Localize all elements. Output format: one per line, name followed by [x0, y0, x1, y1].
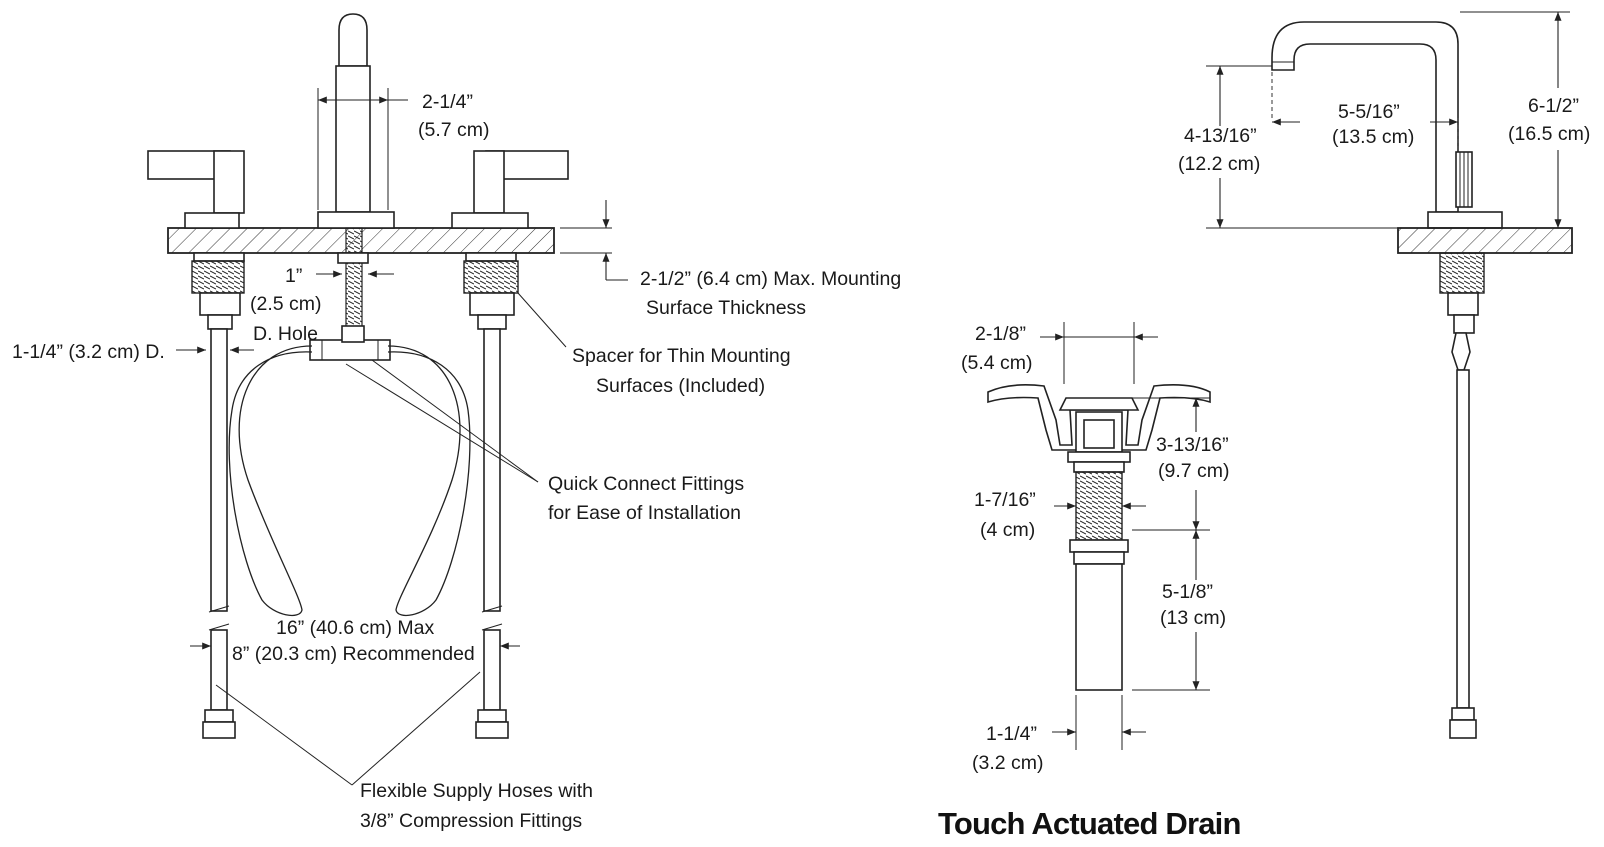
center-hole-line1: 1” [285, 265, 302, 287]
drain-dia-line1: 1-1/4” [986, 723, 1037, 745]
drain-dimension-lines [1040, 322, 1210, 750]
center-hole-line2: (2.5 cm) [250, 293, 322, 315]
drain-body-line1: 3-13/16” [1156, 434, 1229, 456]
spout-reach-line2: (13.5 cm) [1332, 126, 1414, 148]
quick-connect-tee [309, 325, 391, 361]
spout [317, 13, 395, 329]
spout-width-line1: 2-1/4” [422, 91, 473, 113]
right-handle [451, 150, 569, 330]
side-view: 4-13/16” (12.2 cm) 5-5/16” (13.5 cm) 6-1… [1178, 11, 1590, 739]
front-labels: 2-1/4” (5.7 cm) 2-1/2” (6.4 cm) Max. Mou… [12, 91, 901, 832]
drain-view: 2-1/8” (5.4 cm) 3-13/16” (9.7 cm) 1-7/16… [938, 322, 1241, 841]
quick-connect-line2: for Ease of Installation [548, 502, 741, 524]
drain-thread-line1: 1-7/16” [974, 489, 1036, 511]
center-hole-line3: D. Hole [253, 323, 318, 345]
side-hole-label: 1-1/4” (3.2 cm) D. [12, 341, 165, 363]
right-supply-hose [475, 328, 509, 739]
overall-height-line1: 6-1/2” [1528, 95, 1579, 117]
drain-body-line2: (9.7 cm) [1158, 460, 1230, 482]
drain-dia-line2: (3.2 cm) [972, 752, 1044, 774]
left-handle [147, 150, 245, 330]
drain-flange-line1: 2-1/8” [975, 323, 1026, 345]
max-thickness-line2: Surface Thickness [646, 297, 806, 319]
drain-labels: 2-1/8” (5.4 cm) 3-13/16” (9.7 cm) 1-7/16… [938, 323, 1241, 841]
hoses-line1: Flexible Supply Hoses with [360, 780, 593, 802]
hoses-line2: 3/8” Compression Fittings [360, 810, 582, 832]
spread-line2: 8” (20.3 cm) Recommended [232, 643, 475, 665]
side-deck [1397, 227, 1573, 254]
drain-thread-line2: (4 cm) [980, 519, 1035, 541]
drain-tail-line1: 5-1/8” [1162, 581, 1213, 603]
spout-height-line2: (12.2 cm) [1178, 153, 1260, 175]
drain-tail-line2: (13 cm) [1160, 607, 1226, 629]
spout-reach-line1: 5-5/16” [1338, 101, 1400, 123]
outlet-hoses [228, 345, 471, 617]
overall-height-line2: (16.5 cm) [1508, 123, 1590, 145]
front-view: 2-1/4” (5.7 cm) 2-1/2” (6.4 cm) Max. Mou… [12, 13, 901, 832]
spacer-line1: Spacer for Thin Mounting [572, 345, 791, 367]
spout-height-line1: 4-13/16” [1184, 125, 1257, 147]
spacer-line2: Surfaces (Included) [596, 375, 765, 397]
quick-connect-line1: Quick Connect Fittings [548, 473, 744, 495]
spread-line1: 16” (40.6 cm) Max [276, 617, 434, 639]
left-supply-hose [202, 328, 236, 739]
spout-width-line2: (5.7 cm) [418, 119, 490, 141]
drain-flange-line2: (5.4 cm) [961, 352, 1033, 374]
max-thickness-line1: 2-1/2” (6.4 cm) Max. Mounting [640, 268, 901, 290]
side-dimension-lines [1206, 11, 1570, 229]
side-labels: 4-13/16” (12.2 cm) 5-5/16” (13.5 cm) 6-1… [1178, 95, 1590, 175]
drain-title: Touch Actuated Drain [938, 806, 1241, 841]
front-dimension-lines [176, 88, 628, 786]
